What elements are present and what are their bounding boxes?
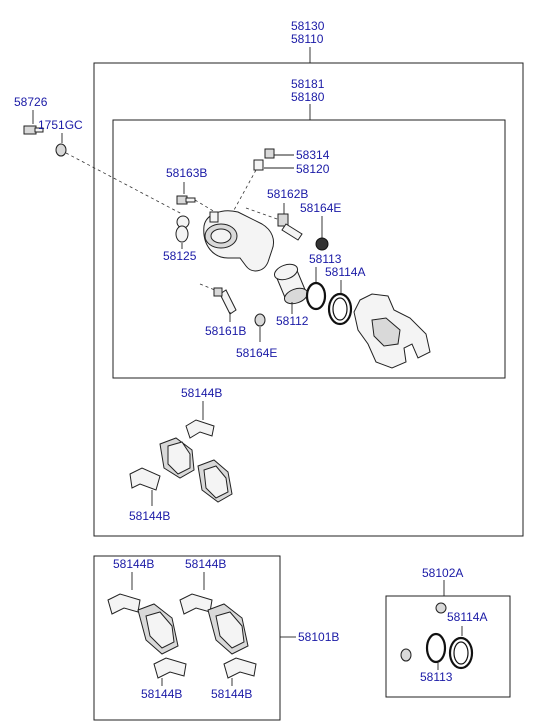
- label-kit-58144b-top-left[interactable]: 58144B: [113, 557, 154, 571]
- label-1751gc[interactable]: 1751GC: [38, 118, 83, 132]
- label-58114a-top[interactable]: 58114A: [325, 265, 365, 279]
- piston-58112-part: [273, 263, 309, 305]
- label-58120[interactable]: 58120: [296, 162, 330, 176]
- seal-kit-dust-boot-part: [448, 636, 474, 670]
- label-58161b[interactable]: 58161B: [205, 324, 246, 338]
- label-58144b-upper[interactable]: 58144B: [181, 386, 222, 400]
- kit-clip-bottom-right-part: [223, 657, 257, 679]
- kit-pad-left-part: [137, 603, 179, 655]
- kit-clip-bottom-left-part: [153, 657, 187, 679]
- label-58314[interactable]: 58314: [296, 148, 330, 162]
- bleeder-screw-part: [23, 125, 44, 135]
- guide-bolt-58161b-part: [213, 287, 237, 315]
- seal-kit-boot-part: [435, 602, 447, 614]
- guide-pin-58162b-part: [277, 213, 303, 241]
- caliper-assembly-outer-box: [93, 62, 524, 537]
- brake-pad-outer-part: [197, 459, 233, 503]
- label-58112[interactable]: 58112: [276, 314, 309, 328]
- caliper-body-inner-box: [112, 119, 506, 379]
- label-58180[interactable]: 58180: [291, 90, 325, 104]
- caliper-housing-part: [203, 210, 275, 272]
- label-58162b[interactable]: 58162B: [267, 187, 308, 201]
- pad-clip-lower-part: [129, 467, 161, 491]
- label-kit-58144b-bottom-right[interactable]: 58144B: [211, 687, 252, 701]
- label-58181[interactable]: 58181: [291, 77, 325, 91]
- caliper-bracket-part: [353, 293, 431, 369]
- seal-kit-small-boot-part: [400, 648, 412, 662]
- bleeder-screw-58120-part: [253, 159, 264, 171]
- label-58110[interactable]: 58110: [291, 32, 324, 46]
- bleeder-cap-58314-part: [264, 148, 275, 159]
- boot-58164e-bottom-part: [254, 313, 266, 327]
- label-kit-58144b-bottom-left[interactable]: 58144B: [141, 687, 182, 701]
- label-58163b[interactable]: 58163B: [166, 166, 207, 180]
- kit-clip-top-right-part: [179, 593, 213, 615]
- label-kit-58144b-top-right[interactable]: 58144B: [185, 557, 226, 571]
- dust-boot-ring-part: [327, 292, 353, 326]
- label-seal-58113[interactable]: 58113: [420, 670, 453, 684]
- label-58164e-bottom[interactable]: 58164E: [236, 346, 277, 360]
- kit-clip-top-left-part: [107, 593, 141, 615]
- seal-kit-piston-seal-part: [425, 632, 447, 664]
- label-seal-58114a[interactable]: 58114A: [447, 610, 487, 624]
- guide-bolt-58163b-part: [176, 195, 196, 205]
- brake-pad-inner-part: [159, 437, 195, 479]
- label-58113-top[interactable]: 58113: [309, 252, 342, 266]
- bushing-58125-part: [175, 215, 190, 243]
- piston-seal-ring-part: [305, 281, 327, 311]
- seal-kit-box: [385, 595, 511, 698]
- label-58101b[interactable]: 58101B: [298, 630, 339, 644]
- label-58130[interactable]: 58130: [291, 19, 325, 33]
- label-58144b-lower[interactable]: 58144B: [129, 509, 170, 523]
- label-58726[interactable]: 58726: [14, 95, 48, 109]
- label-58102a[interactable]: 58102A: [422, 566, 463, 580]
- boot-58164e-top-part: [315, 237, 329, 251]
- label-58164e-top[interactable]: 58164E: [300, 201, 341, 215]
- bleeder-cap-part: [55, 143, 67, 157]
- pad-kit-box: [93, 555, 281, 721]
- pad-clip-upper-part: [185, 419, 215, 439]
- kit-pad-right-part: [207, 603, 249, 655]
- label-58125[interactable]: 58125: [163, 249, 197, 263]
